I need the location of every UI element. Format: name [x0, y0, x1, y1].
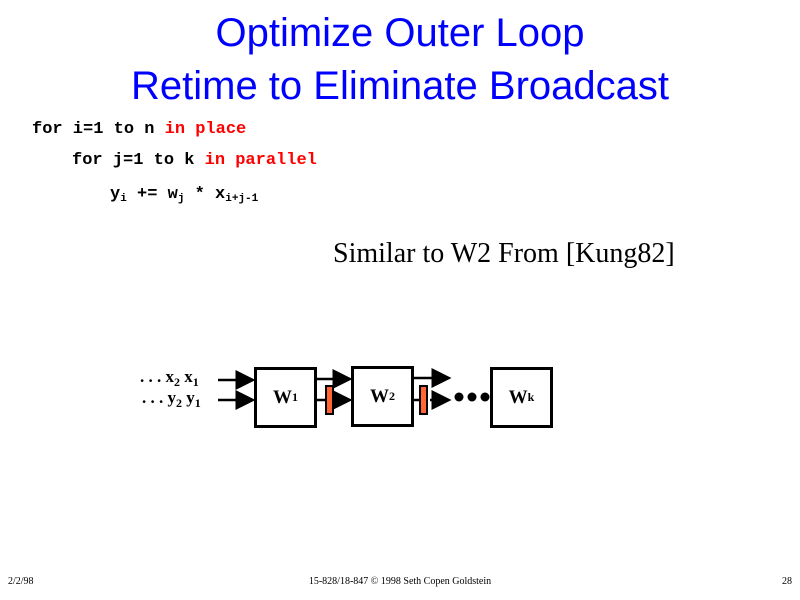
- subscript: 2: [176, 396, 182, 410]
- code-line-outer-loop: for i=1 to n in place: [32, 120, 246, 139]
- delay-register-2: [419, 385, 428, 415]
- subscript: 1: [194, 396, 201, 410]
- code-text: for i=1 to n: [32, 120, 165, 139]
- subscript: i: [120, 193, 127, 205]
- delay-register-1: [325, 385, 334, 415]
- code-keyword-in-place: in place: [164, 120, 247, 139]
- label-text: . . . y: [142, 388, 176, 407]
- subscript: j: [177, 193, 185, 205]
- label-text: y: [182, 388, 195, 407]
- code-line-body: yi += wj * xi+j-1: [110, 185, 258, 205]
- subscript: 1: [292, 390, 298, 404]
- x-input-label: . . . x2 x1: [140, 367, 199, 390]
- y-input-label: . . . y2 y1: [142, 388, 201, 411]
- footer-page-number: 28: [782, 576, 792, 587]
- label-text: x: [180, 367, 193, 386]
- subscript: 2: [174, 375, 180, 389]
- label-text: . . . x: [140, 367, 174, 386]
- code-text: += w: [126, 185, 178, 204]
- code-line-inner-loop: for j=1 to k in parallel: [72, 151, 317, 170]
- ellipsis-dots-icon: [454, 392, 490, 402]
- cell-label: W: [273, 386, 292, 408]
- cell-label: W: [508, 386, 528, 408]
- cell-label: W: [370, 385, 389, 407]
- code-keyword-in-parallel: in parallel: [204, 151, 317, 170]
- subscript: 2: [389, 389, 395, 403]
- slide-title-line2: Retime to Eliminate Broadcast: [130, 64, 669, 108]
- code-text: * x: [184, 185, 226, 204]
- footer-copyright: 15-828/18-847 © 1998 Seth Copen Goldstei…: [308, 576, 492, 587]
- reference-note: Similar to W2 From [Kung82]: [333, 238, 675, 269]
- footer-date: 2/2/98: [8, 576, 34, 587]
- subscript: 1: [192, 375, 199, 389]
- subscript: k: [527, 390, 535, 404]
- subscript: i+j-1: [225, 193, 259, 205]
- code-text: y: [110, 185, 121, 204]
- code-text: for j=1 to k: [72, 151, 205, 170]
- slide-title-line1: Optimize Outer Loop: [215, 11, 585, 55]
